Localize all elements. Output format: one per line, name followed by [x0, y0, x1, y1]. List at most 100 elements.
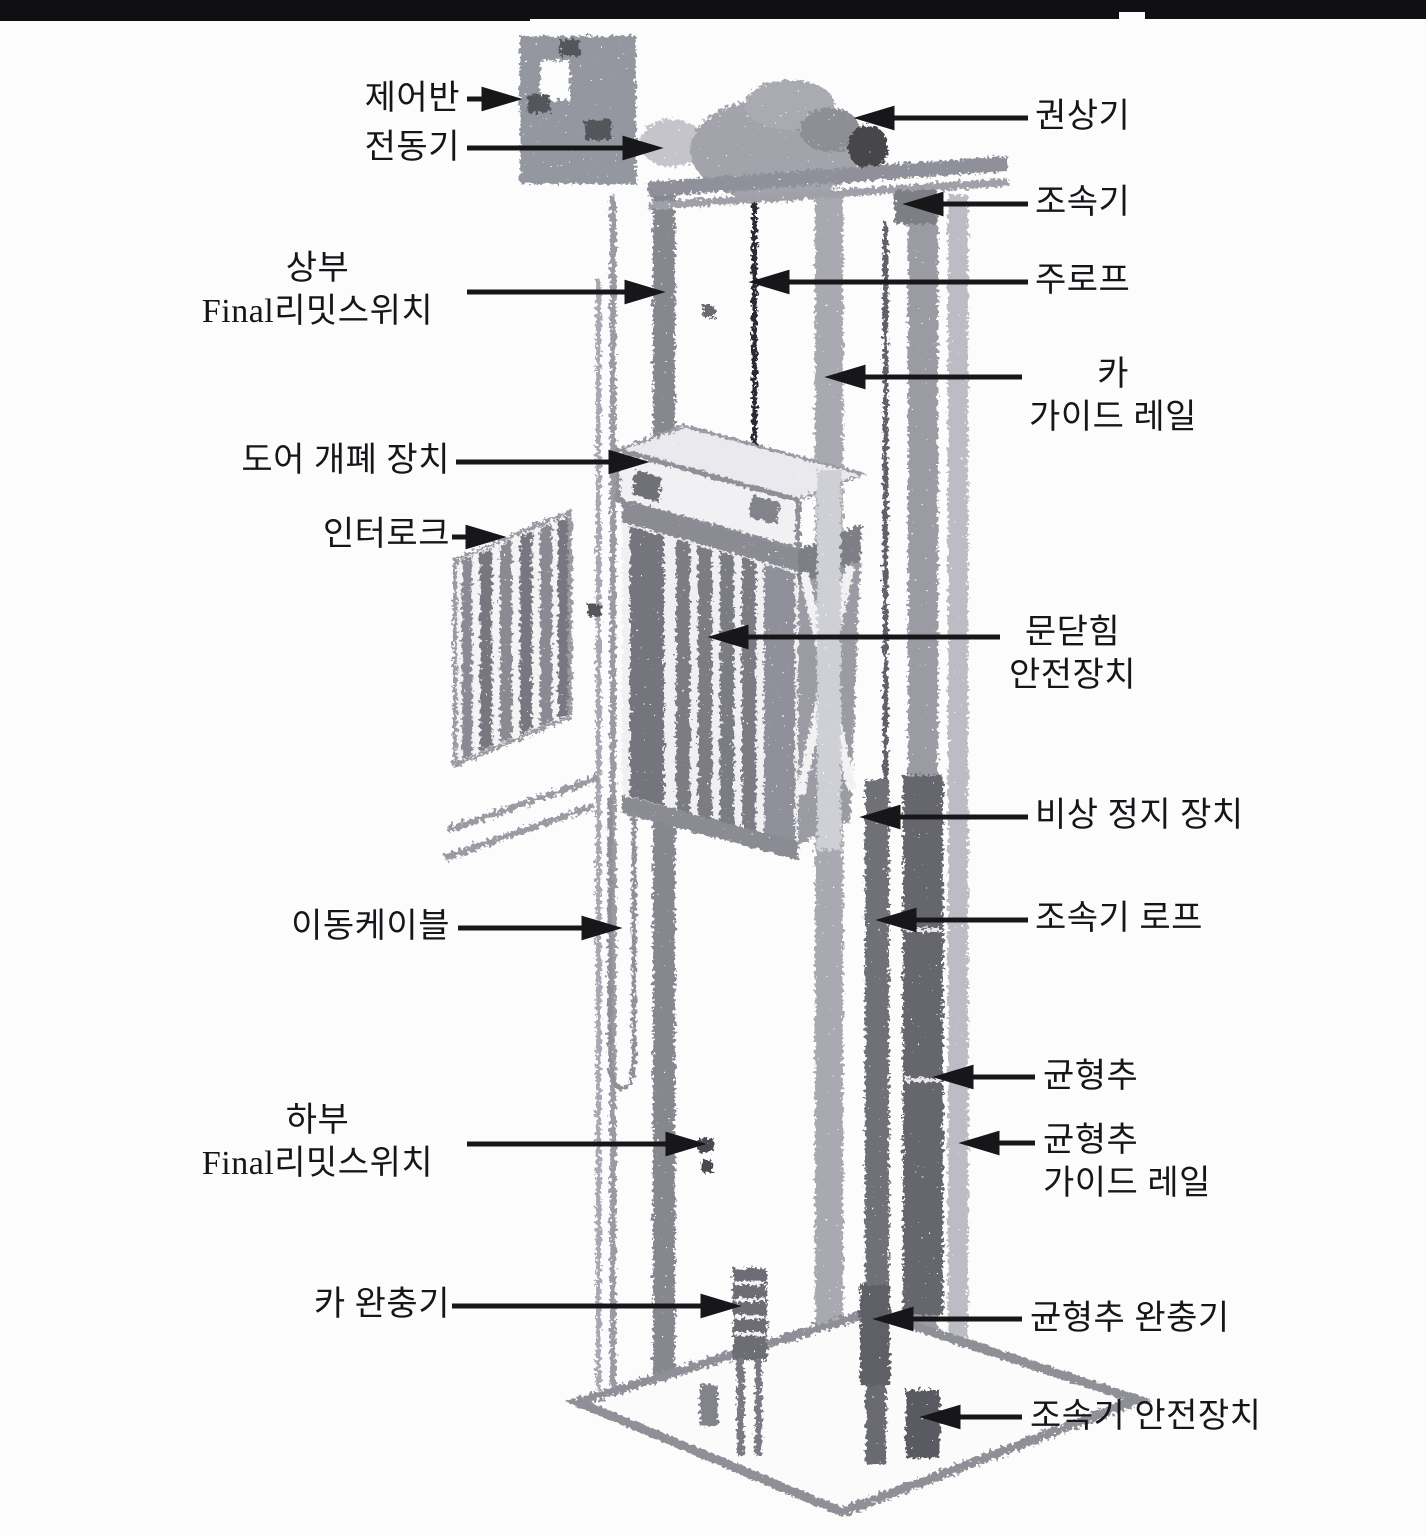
- arrow-counterweight-guide-rail: [958, 1130, 1035, 1156]
- label-line: 안전장치: [1008, 656, 1137, 694]
- arrow-traveling-cable: [458, 915, 623, 941]
- control-panel-mark: [528, 95, 550, 113]
- governor-safety-art: [906, 1390, 940, 1458]
- label-lower-final-limit-switch: 하부 Final리밋스위치: [175, 1100, 460, 1186]
- arrow-counterweight: [932, 1064, 1035, 1090]
- car-door-stripe: [720, 551, 734, 826]
- arrow-motor: [467, 135, 664, 161]
- scan-top-edge-thick: [0, 15, 530, 21]
- car-transom-art: [622, 500, 798, 572]
- motor-art: [640, 119, 704, 167]
- machine-beam-lower: [648, 178, 1008, 210]
- label-line: 카: [1097, 356, 1129, 393]
- pit-floor-art: [564, 1307, 1152, 1517]
- label-line: Final리밋스위치: [201, 292, 434, 330]
- label-traveling-cable: 이동케이블: [291, 908, 450, 945]
- hoisting-machine-body: [800, 108, 860, 152]
- leader-arrows: [452, 86, 1035, 1430]
- counterweight-buffer-art: [860, 1285, 890, 1385]
- lower-limit-switch-art: [698, 1138, 714, 1152]
- label-car-buffer: 카 완충기: [313, 1286, 450, 1323]
- label-counterweight-guide-rail: 균형추 가이드 레일: [1043, 1120, 1211, 1206]
- scan-dot: [703, 305, 715, 317]
- label-governor-safety: 조속기 안전장치: [1030, 1398, 1262, 1435]
- landing-door-art: [453, 508, 572, 768]
- label-line: Final리밋스위치: [201, 1144, 434, 1182]
- car-door-stripe: [676, 539, 690, 814]
- label-counterweight: 균형추: [1043, 1058, 1139, 1095]
- diagram-artwork: [443, 36, 1152, 1517]
- landing-door-slat: [480, 548, 492, 752]
- shaft-line-left-inner: [610, 195, 616, 1390]
- arrow-door-operator: [456, 449, 650, 475]
- door-operator-mark: [632, 470, 662, 502]
- label-emergency-stop: 비상 정지 장치: [1035, 797, 1244, 834]
- arrow-upper-final-limit-switch: [467, 279, 666, 305]
- arrow-hoisting-machine: [853, 105, 1028, 131]
- label-governor-rope: 조속기 로프: [1035, 900, 1203, 937]
- arrow-main-rope: [748, 269, 1028, 295]
- landing-door-slat: [520, 531, 532, 735]
- buffer-leg: [755, 1358, 762, 1456]
- label-main-rope: 주로프: [1035, 262, 1131, 299]
- label-line: 상부: [285, 250, 350, 287]
- counterweight-art: [903, 775, 943, 1315]
- door-operator-mark: [749, 495, 780, 524]
- label-door-close-safety: 문닫힘 안전장치: [985, 612, 1160, 698]
- label-door-operator: 도어 개폐 장치: [241, 442, 450, 479]
- arrow-governor-safety: [919, 1404, 1022, 1430]
- pit-block: [700, 1385, 718, 1427]
- control-panel-mark: [560, 40, 580, 56]
- label-motor: 전동기: [364, 129, 460, 166]
- shaft-post-right-art: [948, 195, 968, 1460]
- landing-sill-line: [443, 803, 595, 861]
- label-line: 균형추: [1043, 1122, 1139, 1159]
- scan-dot: [588, 604, 602, 616]
- label-line: 가이드 레일: [1029, 398, 1197, 436]
- arrow-lower-final-limit-switch: [467, 1131, 707, 1157]
- label-governor: 조속기: [1035, 184, 1131, 221]
- car-door-panel: [764, 564, 795, 843]
- buffer-leg: [737, 1358, 744, 1456]
- arrow-counterweight-buffer: [872, 1306, 1022, 1332]
- arrow-car-buffer: [452, 1293, 742, 1319]
- car-door-stripe: [742, 557, 756, 832]
- label-upper-final-limit-switch: 상부 Final리밋스위치: [175, 248, 460, 334]
- label-line: 하부: [285, 1102, 350, 1139]
- label-line: 문닫힘: [1024, 614, 1121, 651]
- traveling-cable-art: [607, 798, 637, 1091]
- landing-sill-line: [447, 775, 599, 833]
- scan-top-edge-notch: [1119, 12, 1145, 19]
- label-hoisting-machine: 권상기: [1035, 98, 1131, 135]
- arrow-control-panel: [467, 86, 523, 112]
- arrow-interlock: [452, 524, 507, 550]
- car-sill-art: [622, 795, 798, 860]
- landing-door-base: [453, 508, 572, 768]
- control-panel-mark: [585, 120, 611, 140]
- scan-top-edge: [0, 0, 1426, 21]
- landing-door-slat: [558, 516, 568, 719]
- landing-door-slat: [500, 540, 512, 744]
- landing-door-slat: [540, 523, 552, 727]
- shaft-line-left-outer: [596, 280, 601, 1390]
- landing-door-slat: [462, 556, 472, 760]
- arrow-governor-rope: [875, 907, 1028, 933]
- drive-sheave-art: [848, 125, 888, 169]
- machine-beam-art: [648, 156, 1008, 197]
- label-line: 가이드 레일: [1043, 1164, 1211, 1202]
- car-door-stripe: [698, 545, 712, 820]
- control-panel-hole: [540, 60, 570, 100]
- arrow-car-guide-rail: [824, 364, 1022, 390]
- counterweight-buffer-leg: [866, 1385, 886, 1465]
- arrow-governor: [902, 191, 1028, 217]
- arrow-emergency-stop: [859, 804, 1028, 830]
- shaft-post-front: [817, 470, 841, 850]
- lower-limit-switch-mark: [702, 1160, 712, 1172]
- label-counterweight-buffer: 균형추 완충기: [1030, 1300, 1230, 1337]
- car-door-panel: [630, 526, 664, 806]
- car-front-art: [622, 522, 798, 845]
- label-car-guide-rail: 카 가이드 레일: [1008, 354, 1218, 440]
- label-interlock: 인터로크: [322, 516, 450, 553]
